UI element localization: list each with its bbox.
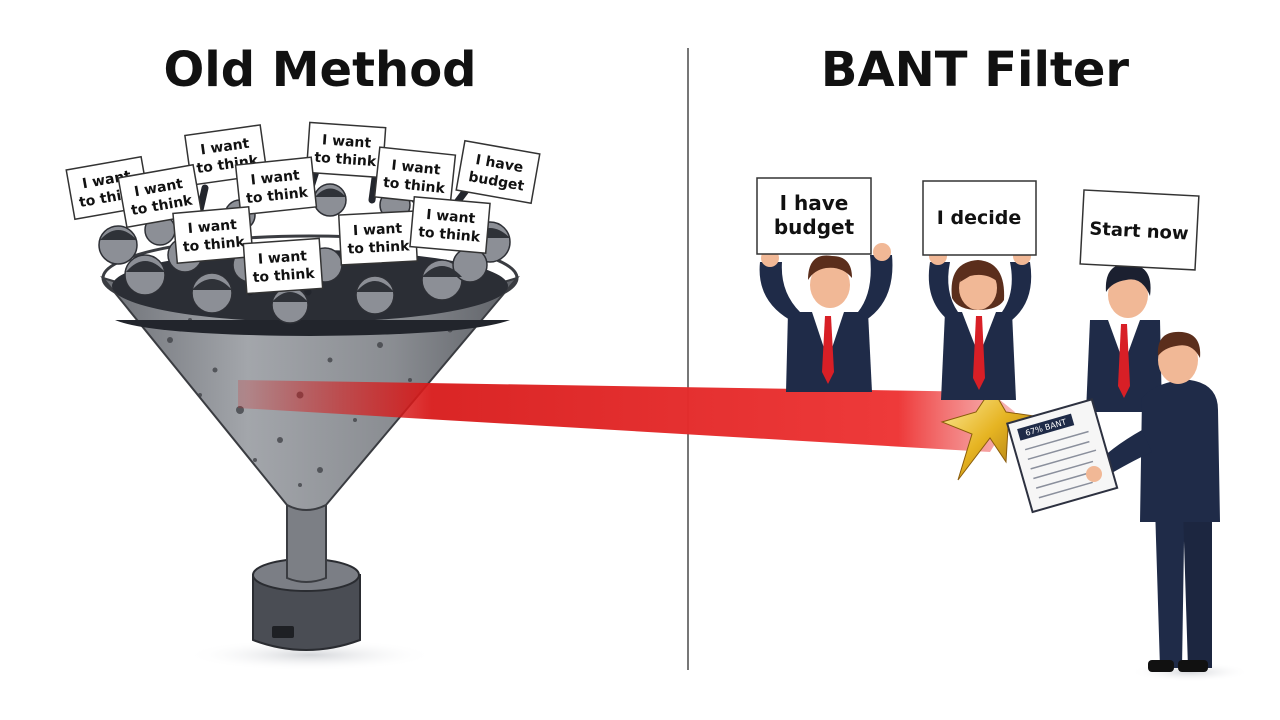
qualified-sign-decide-text: I decide	[937, 207, 1021, 229]
document-clipboard: 67% BANT	[1005, 398, 1119, 514]
gold-star-icon	[940, 387, 1036, 481]
crowd-sign-10: I want to think	[409, 195, 491, 255]
crowd-sign-9-line1: I want	[353, 221, 403, 240]
crowd-sign-11: I want to think	[242, 237, 324, 295]
qualified-sign-decide: I decide	[922, 180, 1037, 256]
crowd-sign-6: I want to think	[373, 146, 457, 206]
crowd-sign-1: I want to think	[65, 155, 151, 221]
qualified-sign-budget: I have budget	[756, 177, 872, 255]
crowd-sign-6-line1: I want	[391, 158, 442, 179]
bant-filter-title: BANT Filter	[820, 42, 1130, 98]
qualified-sign-start: Start now	[1079, 189, 1200, 271]
crowd-sign-4: I want to think	[305, 121, 387, 179]
crowd-sign-9-line2: to think	[347, 238, 410, 257]
crowd-sign-7: I have budget	[455, 139, 541, 205]
manager: 67% BANT	[1005, 331, 1220, 672]
qualified-sign-budget-line2: budget	[774, 215, 855, 239]
qualified-person-3	[1086, 263, 1162, 412]
old-method-title: Old Method	[163, 42, 477, 98]
funnel	[100, 234, 520, 651]
crowd-signs: I want to think I want to think I want t…	[65, 121, 541, 295]
crowd-sign-4-line2: to think	[314, 150, 378, 170]
funnel-shadow	[185, 639, 435, 671]
crowd-sign-10-line2: to think	[418, 224, 482, 245]
crowd-sign-11-line2: to think	[252, 266, 316, 286]
crowd-sign-5-line2: to think	[245, 185, 309, 207]
crowd-sign-2-line1: I want	[199, 136, 250, 159]
qualified-sign-start-text: Start now	[1089, 218, 1189, 244]
crowd-sign-8: I want to think	[172, 205, 254, 265]
red-arrow	[238, 380, 1015, 452]
qualified-person-2	[928, 247, 1032, 400]
crowd-sign-3: I want to think	[117, 163, 203, 229]
crowd-sign-4-line1: I want	[321, 132, 371, 151]
crowd-sign-8-line1: I want	[187, 217, 238, 237]
crowd-sign-10-line1: I want	[426, 207, 477, 227]
crowd-sign-5-line1: I want	[250, 167, 301, 188]
crowd-sign-8-line2: to think	[182, 234, 246, 255]
crowd-sign-5: I want to think	[234, 156, 318, 216]
qualified-sign-budget-line1: I have	[780, 191, 849, 215]
crowd-sign-11-line1: I want	[257, 248, 307, 267]
crowd-sign-6-line2: to think	[382, 175, 446, 197]
crowd-sign-9: I want to think	[337, 210, 419, 266]
qualified-person-1	[759, 243, 893, 392]
